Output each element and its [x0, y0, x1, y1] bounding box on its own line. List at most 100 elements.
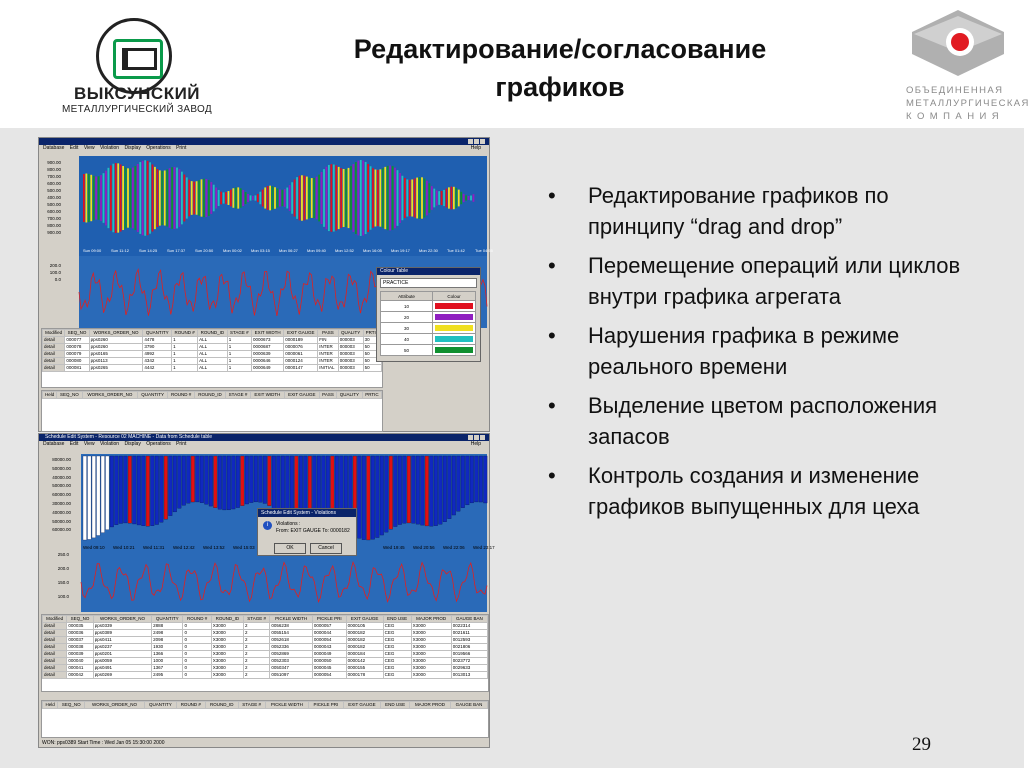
- column-header[interactable]: QUANTITY: [143, 701, 177, 709]
- column-header[interactable]: Held: [41, 701, 59, 709]
- column-header[interactable]: ROUND_ID: [197, 329, 228, 337]
- column-header[interactable]: ROUND #: [171, 329, 199, 337]
- colour-swatch[interactable]: [435, 347, 473, 353]
- detail-button[interactable]: detail: [41, 657, 68, 665]
- cancel-button[interactable]: Cancel: [310, 543, 342, 554]
- detail-button[interactable]: detail: [41, 629, 68, 637]
- attribute-select[interactable]: PRACTICE: [380, 278, 477, 288]
- column-header[interactable]: EXIT GAUGE: [342, 701, 382, 709]
- detail-button[interactable]: detail: [41, 336, 66, 344]
- column-header[interactable]: WORKS_ORDER_NO: [81, 391, 139, 399]
- column-header[interactable]: PICKLE PRI: [311, 615, 347, 623]
- detail-button[interactable]: detail: [41, 636, 68, 644]
- detail-button[interactable]: detail: [41, 350, 66, 358]
- column-header[interactable]: EXIT WIDTH: [250, 391, 285, 399]
- column-header[interactable]: STAGE #: [226, 329, 252, 337]
- ok-button[interactable]: OK: [274, 543, 306, 554]
- column-header[interactable]: QUANTITY: [151, 615, 184, 623]
- column-header[interactable]: EXIT GAUGE: [283, 329, 319, 337]
- violations-dialog[interactable]: Schedule Edit System - Violations i Viol…: [257, 508, 357, 556]
- column-header[interactable]: END USE: [380, 701, 410, 709]
- menu-help[interactable]: Help: [470, 441, 481, 447]
- menu-view[interactable]: View: [83, 145, 95, 151]
- column-header[interactable]: WORKS_ORDER_NO: [88, 329, 144, 337]
- column-header[interactable]: SEQ_NO: [57, 701, 86, 709]
- detail-button[interactable]: detail: [41, 664, 68, 672]
- column-header[interactable]: WORKS_ORDER_NO: [84, 701, 145, 709]
- colour-swatch[interactable]: [435, 325, 473, 331]
- column-header[interactable]: PASS: [318, 391, 338, 399]
- column-header[interactable]: QUANTITY: [142, 329, 173, 337]
- column-header[interactable]: Held: [41, 391, 58, 399]
- column-header[interactable]: PICKLE WIDTH: [269, 615, 313, 623]
- menu-help[interactable]: Help: [470, 145, 481, 151]
- column-header[interactable]: EXIT GAUGE: [283, 391, 320, 399]
- column-header[interactable]: ROUND_ID: [210, 615, 244, 623]
- column-header[interactable]: EXIT GAUGE: [345, 615, 384, 623]
- column-header[interactable]: GAUGE BAN: [450, 615, 489, 623]
- column-header[interactable]: EXIT WIDTH: [250, 329, 285, 337]
- column-header[interactable]: PICKLE PRI: [308, 701, 344, 709]
- column-header[interactable]: GAUGE BAN: [449, 701, 489, 709]
- colour-swatch[interactable]: [435, 336, 473, 342]
- menu-database[interactable]: Database: [43, 145, 65, 151]
- menu-operations[interactable]: Operations: [146, 441, 171, 447]
- column-header[interactable]: MAJOR PROD: [408, 701, 451, 709]
- menu-operations[interactable]: Operations: [146, 145, 171, 151]
- column-header[interactable]: STAGE #: [224, 391, 252, 399]
- window-controls[interactable]: [467, 139, 487, 144]
- column-header[interactable]: SEQ_NO: [64, 329, 90, 337]
- colour-swatch[interactable]: [435, 303, 473, 309]
- column-header[interactable]: STAGE #: [242, 615, 271, 623]
- detail-button[interactable]: detail: [41, 650, 68, 658]
- column-header[interactable]: Modified: [41, 329, 66, 337]
- column-header[interactable]: PRTIC: [361, 391, 383, 399]
- column-header[interactable]: ROUND_ID: [194, 391, 226, 399]
- menu-print[interactable]: Print: [176, 441, 187, 447]
- column-header[interactable]: END USE: [382, 615, 412, 623]
- menu-violation[interactable]: Violation: [99, 145, 120, 151]
- column-header[interactable]: MAJOR PROD: [410, 615, 452, 623]
- menu-display[interactable]: Display: [124, 441, 141, 447]
- menu-violation[interactable]: Violation: [99, 441, 120, 447]
- detail-button[interactable]: detail: [41, 343, 66, 351]
- column-header[interactable]: QUANTITY: [137, 391, 169, 399]
- detail-button[interactable]: detail: [41, 364, 66, 372]
- detail-button[interactable]: detail: [41, 643, 68, 651]
- detail-button[interactable]: detail: [41, 357, 66, 365]
- column-header[interactable]: ROUND #: [182, 615, 212, 623]
- detail-button[interactable]: detail: [41, 671, 68, 679]
- column-header[interactable]: ROUND #: [167, 391, 196, 399]
- column-header[interactable]: ROUND #: [175, 701, 206, 709]
- column-header[interactable]: QUALITY: [337, 329, 364, 337]
- column-header[interactable]: QUALITY: [336, 391, 363, 399]
- column-header[interactable]: Modified: [41, 615, 68, 623]
- menu-edit[interactable]: Edit: [69, 145, 79, 151]
- menu-edit[interactable]: Edit: [69, 441, 79, 447]
- menu-print[interactable]: Print: [176, 145, 187, 151]
- column-header[interactable]: PICKLE WIDTH: [264, 701, 310, 709]
- column-header[interactable]: WORKS_ORDER_NO: [92, 615, 153, 623]
- menu-database[interactable]: Database: [43, 441, 65, 447]
- column-header[interactable]: STAGE #: [237, 701, 266, 709]
- column-header[interactable]: SEQ_NO: [66, 615, 94, 623]
- detail-button[interactable]: detail: [41, 622, 68, 630]
- window-controls-bottom[interactable]: [467, 435, 487, 440]
